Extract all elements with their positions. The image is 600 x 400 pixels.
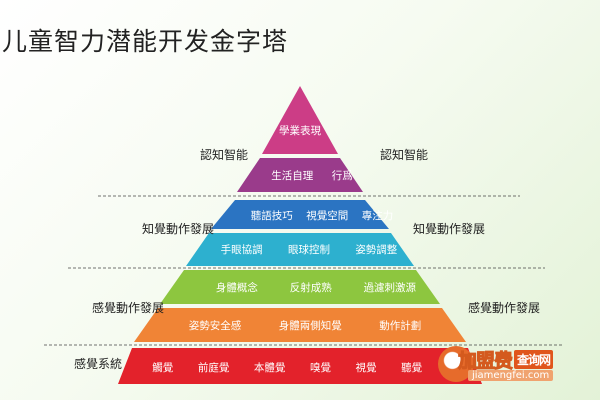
watermark-brand: 加盟费查询网: [457, 346, 554, 373]
perceptual-label-right: 知覺動作發展: [413, 222, 486, 236]
level-5-labels: 姿勢安全感 身體兩側知覺 動作計劃: [170, 316, 440, 334]
watermark-tag: 查询网: [514, 350, 554, 369]
level-3-cell-1: 眼球控制: [287, 243, 330, 256]
level-1-cell-0: 生活自理: [271, 169, 314, 182]
level-2-cell-0: 聽語技巧: [250, 209, 293, 222]
sensory-system-label: 感覺系統: [74, 357, 123, 371]
diagram-title: 儿童智力潜能开发金字塔: [2, 27, 289, 56]
level-1-cell-1: 行爲: [331, 169, 353, 182]
sensory-motor-label-left: 感覺動作發展: [92, 301, 165, 315]
level-2-cell-1: 視覺空間: [306, 209, 349, 222]
level-5-cell-1: 身體兩側知覺: [278, 319, 342, 332]
level-4-cell-0: 身體概念: [215, 281, 258, 294]
level-6-band: [118, 348, 482, 384]
level-0-cell-0: 學業表現: [279, 124, 321, 137]
level-3-cell-2: 姿勢調整: [355, 243, 398, 256]
divider-lines: [44, 195, 562, 346]
level-5-band: [134, 308, 466, 342]
cognitive-label-left: 認知智能: [200, 148, 249, 162]
level-1-band: [237, 158, 363, 192]
level-3-band: [186, 233, 414, 266]
level-6-cell-2: 本體覺: [253, 361, 286, 374]
watermark-url: jiamengfei.com: [468, 370, 554, 381]
level-4-band: [160, 270, 440, 304]
watermark-brand-text: 加盟费: [457, 350, 513, 373]
perceptual-label-left: 知覺動作發展: [142, 222, 215, 236]
level-2-band: [211, 200, 389, 229]
level-3-cell-0: 手眼協調: [220, 243, 263, 256]
level-3-labels: 手眼協調 眼球控制 姿勢調整: [208, 240, 410, 258]
cognitive-label-right: 認知智能: [380, 148, 429, 162]
level-6-cell-0: 觸覺: [152, 361, 174, 374]
level-6-cell-3: 嗅覺: [309, 361, 331, 374]
level-1-labels: 生活自理 行爲: [262, 166, 362, 184]
level-6-cell-4: 視覺: [355, 361, 377, 374]
sensory-motor-label-right: 感覺動作發展: [468, 301, 541, 315]
level-6-cell-5: 聽覺: [401, 361, 423, 374]
level-6-cell-1: 前庭覺: [197, 361, 230, 374]
level-4-cell-2: 過濾刺激源: [363, 281, 417, 294]
level-0-band: [262, 86, 338, 154]
level-4-labels: 身體概念 反射成熟 過濾刺激源: [200, 278, 432, 296]
watermark: 加盟费查询网 jiamengfei.com: [438, 346, 570, 386]
level-6-labels: 觸覺 前庭覺 本體覺 嗅覺 視覺 聽覺 味覺: [140, 358, 480, 376]
level-5-cell-0: 姿勢安全感: [188, 319, 242, 332]
level-2-cell-2: 專注力: [361, 209, 394, 222]
level-5-cell-2: 動作計劃: [379, 319, 422, 332]
level-4-cell-1: 反射成熟: [289, 281, 332, 294]
level-2-labels: 聽語技巧 視覺空間 專注力: [244, 206, 400, 224]
level-0-labels: 學業表現: [272, 121, 328, 139]
